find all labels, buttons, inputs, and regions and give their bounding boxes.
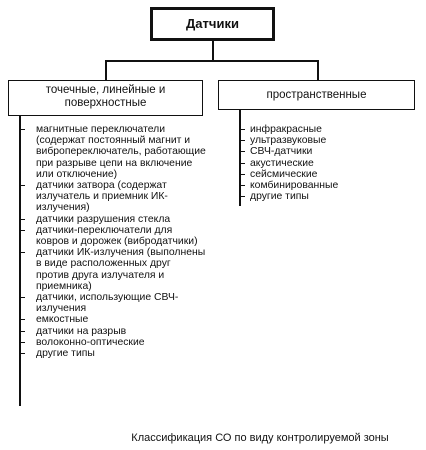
list-item: датчики-переключатели для ковров и дорож… <box>19 225 206 247</box>
list-item: сейсмические <box>239 169 416 180</box>
list-item: инфракрасные <box>239 124 416 135</box>
list-item: магнитные переключатели (содержат постоя… <box>19 124 206 180</box>
list-item: датчики ИК-излучения (выполнены в виде р… <box>19 247 206 292</box>
figure-caption: Классификация СО по виду контролируемой … <box>131 432 389 444</box>
list-item: другие типы <box>239 191 416 202</box>
right-list-spine <box>239 110 241 206</box>
list-item: ультразвуковые <box>239 135 416 146</box>
list-item: датчики затвора (содержат излучатель и п… <box>19 180 206 214</box>
root-node-label: Датчики <box>186 16 239 31</box>
right-node-label: пространственные <box>266 89 367 101</box>
left-branch-line <box>105 60 107 80</box>
right-sensor-list: инфракрасные ультразвуковые СВЧ-датчики … <box>239 124 416 202</box>
left-node-label: точечные, линейные и поверхностные <box>45 84 166 109</box>
right-branch-line <box>317 60 319 80</box>
list-item: другие типы <box>19 348 206 359</box>
branch-horizontal-line <box>105 60 318 62</box>
root-node-datchiki: Датчики <box>150 7 275 41</box>
left-sensor-list: магнитные переключатели (содержат постоя… <box>19 124 206 359</box>
node-point-linear-surface: точечные, линейные и поверхностные <box>8 80 203 116</box>
list-item: волоконно-оптические <box>19 337 206 348</box>
list-item: датчики, использующие СВЧ-излучения <box>19 292 206 314</box>
list-item: емкостные <box>19 314 206 325</box>
list-item: акустические <box>239 158 416 169</box>
list-item: СВЧ-датчики <box>239 146 416 157</box>
list-item: датчики разрушения стекла <box>19 214 206 225</box>
node-spatial: пространственные <box>218 80 415 110</box>
list-item: датчики на разрыв <box>19 326 206 337</box>
left-list-spine <box>19 116 21 406</box>
list-item: комбинированные <box>239 180 416 191</box>
root-stem-line <box>212 41 214 61</box>
